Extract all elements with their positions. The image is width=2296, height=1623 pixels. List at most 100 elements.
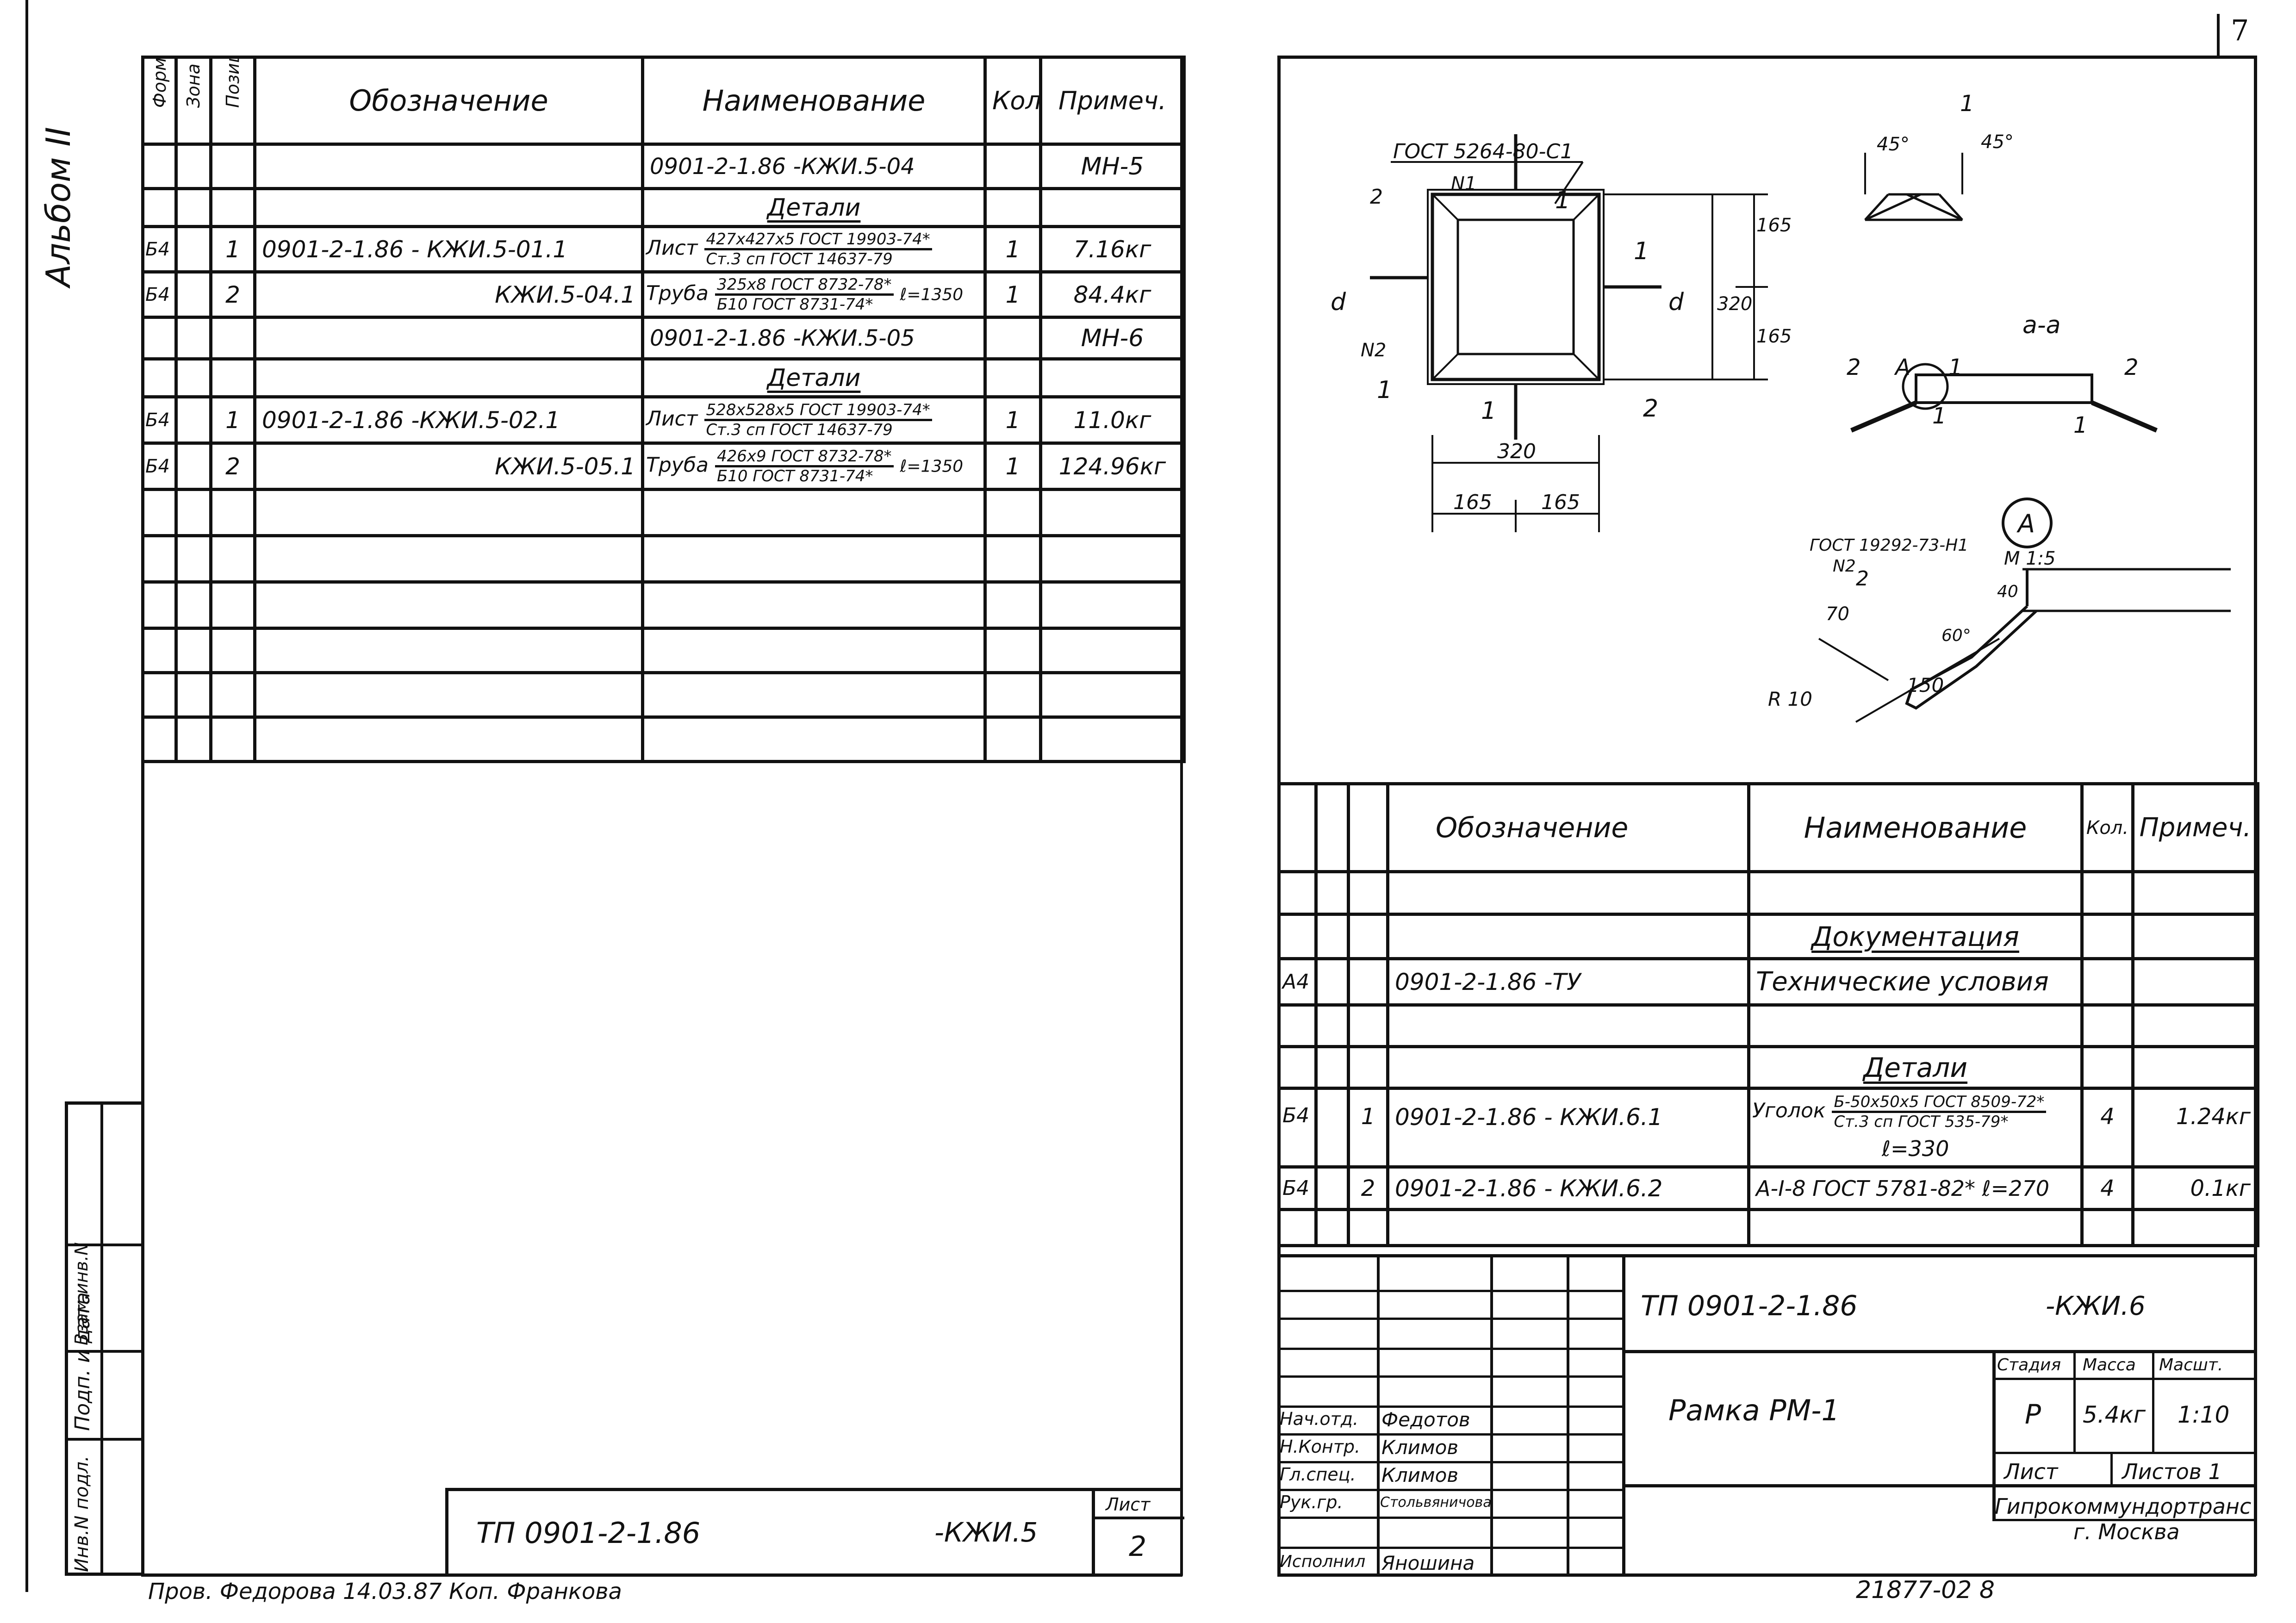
label-1-bottom: 1 [1481,397,1496,425]
spec-format: Б4 [141,442,178,491]
spec-note: МН-5 [1039,143,1186,190]
label-d-left: d [1331,288,1346,316]
spec-name: Труба 325х8 ГОСТ 8732-78*Б10 ГОСТ 8731-7… [641,270,987,319]
dim-165-horizontal-1: 165 [1453,491,1492,514]
table-row: 0901-2-1.86 -КЖИ.5-05 МН-6 [141,316,1186,361]
scale-value: 1:10 [2178,1401,2230,1428]
title-code: ТП 0901-2-1.86 [1641,1290,1858,1322]
section-label-1-bottom-right: 1 [2073,412,2088,438]
spec-name: Лист 528х528х5 ГОСТ 19903-74*Ст.3 сп ГОС… [641,395,987,445]
label-d-right: d [1668,288,1684,316]
album-label: Альбом II [39,127,78,287]
table-row [141,534,1186,584]
dim-165-horizontal-2: 165 [1541,491,1580,514]
table-row [141,671,1186,719]
stage-value: Р [2025,1399,2041,1430]
bs-doc-designation: 0901-2-1.86 -ТУ [1386,957,1750,1007]
mass-label: Масса [2083,1356,2136,1374]
dim-165-vertical-1: 165 [1756,215,1792,236]
sheet-label-main: Лист [2004,1459,2058,1484]
spec-name: Лист 427х427х5 ГОСТ 19903-74*Ст.3 сп ГОС… [641,225,987,274]
table-row: Документация [1277,913,2259,960]
sheet-value: 2 [1129,1530,1147,1563]
header-zone: Зона [174,56,212,146]
angle-profile-label-1: 1 [1960,91,1974,117]
spec-name: Труба 426х9 ГОСТ 8732-78*Б10 ГОСТ 8731-7… [641,442,987,491]
bs-name: А-I-8 ГОСТ 5781-82* ℓ=270 [1747,1165,2084,1211]
dim-40: 40 [1997,582,2018,601]
scale-label: Масшт. [2159,1356,2223,1374]
top-specification-table: Формат Зона Позиц. Обозначение Наименова… [141,56,1186,763]
dim-150: 150 [1907,674,1944,696]
spec-designation: 0901-2-1.86 -КЖИ.5-02.1 [253,395,644,445]
section-label-1-top: 1 [1948,354,1963,380]
section-label-2-right: 2 [2124,354,2139,380]
dim-320-vertical: 320 [1717,293,1752,315]
table-row: 0901-2-1.86 -КЖИ.5-04 МН-5 [141,143,1186,190]
detail-scale: М 1:5 [2004,548,2056,569]
header-position: Позиц. [209,56,256,146]
bs-designation: 0901-2-1.86 - КЖИ.6.2 [1386,1165,1750,1211]
section-aa-label: а-а [2022,311,2061,339]
table-row [1277,1208,2259,1247]
person-name: Федотов [1381,1408,1470,1431]
bs-format: Б4 [1277,1087,1318,1169]
bottom-left-titleblock: ТП 0901-2-1.86 -КЖИ.5 Лист 2 [445,1488,1184,1576]
frame-inner [1456,218,1575,355]
left-border-line [25,0,28,1592]
spec-note: 84.4кг [1039,270,1186,319]
bs-header-name: Наименование [1747,782,2084,873]
sheet-number: 7 [2231,13,2249,47]
spec-name: 0901-2-1.86 -КЖИ.5-04 [641,143,987,190]
bottom-border-line-right [1277,1573,2256,1577]
angle-profile [1864,193,1963,221]
person-name: Стольвяничова [1380,1494,1492,1511]
frame-outer [1431,193,1601,381]
mass-value: 5.4кг [2083,1401,2146,1428]
spec-pos: 1 [209,395,256,445]
table-row: Б4 1 0901-2-1.86 - КЖИ.5-01.1 Лист 427х4… [141,225,1186,274]
table-row [141,627,1186,674]
bs-header-note: Примеч. [2131,782,2259,873]
header-designation: Обозначение [253,56,644,146]
organization-name: Гипрокоммундортранс [1995,1494,2252,1519]
table-row [1277,1003,2259,1048]
angle-45-left: 45° [1877,134,1910,155]
spec-name: 0901-2-1.86 -КЖИ.5-05 [641,316,987,361]
person-role: Н.Контр. [1280,1436,1361,1457]
bs-section-details: Детали [1747,1045,2084,1090]
detail-circle-A [1902,363,1949,410]
spec-format: Б4 [141,225,178,274]
stamp-inv-label: Инв.N подл. [71,1455,93,1572]
technical-drawing: ГОСТ 5264-80-С1 N1 2 1 1 d d N2 1 1 2 32… [1331,91,2231,723]
detail-label-2: 2 [1856,567,1869,591]
stamp-replace-label: Взам.инв.N [71,1242,92,1345]
detail-mark-circle [2002,497,2053,548]
angle-45-right: 45° [1981,131,2014,153]
sheet-label: Лист [1106,1494,1151,1515]
bs-doc-name: Технические условия [1747,957,2084,1007]
n1-label: N1 [1451,173,1476,194]
table-row: Б4 1 0901-2-1.86 -КЖИ.5-02.1 Лист 528х52… [141,395,1186,445]
person-name: Яношина [1381,1552,1475,1574]
top-border-line-right [1277,56,2256,59]
spec-qty: 1 [983,225,1042,274]
stage-label: Стадия [1997,1356,2061,1374]
label-1-left: 1 [1377,376,1392,404]
label-1-right: 1 [1634,237,1649,265]
bottom-spec-header-row: Обозначение Наименование Кол. Примеч. [1277,782,2259,873]
section-label-A: А [1894,354,1910,380]
section-aa-body [1915,373,2093,404]
table-row: Б4 2 КЖИ.5-04.1 Труба 325х8 ГОСТ 8732-78… [141,270,1186,319]
table-row: Б4 1 0901-2-1.86 - КЖИ.6.1 Уголок Б-50х5… [1277,1087,2259,1169]
bs-length: ℓ=330 [1882,1136,1949,1161]
bs-header-qty: Кол. [2080,782,2134,873]
spec-qty: 1 [983,270,1042,319]
table-row: Б4 2 0901-2-1.86 - КЖИ.6.2 А-I-8 ГОСТ 57… [1277,1165,2259,1211]
bs-qty: 4 [2080,1087,2134,1169]
gost-top-label: ГОСТ 5264-80-С1 [1393,140,1573,163]
bs-note: 1.24кг [2131,1087,2259,1169]
label-2-bottom: 2 [1643,395,1658,423]
person-role: Исполнил [1280,1552,1366,1571]
top-spec-header-row: Формат Зона Позиц. Обозначение Наименова… [141,56,1186,146]
